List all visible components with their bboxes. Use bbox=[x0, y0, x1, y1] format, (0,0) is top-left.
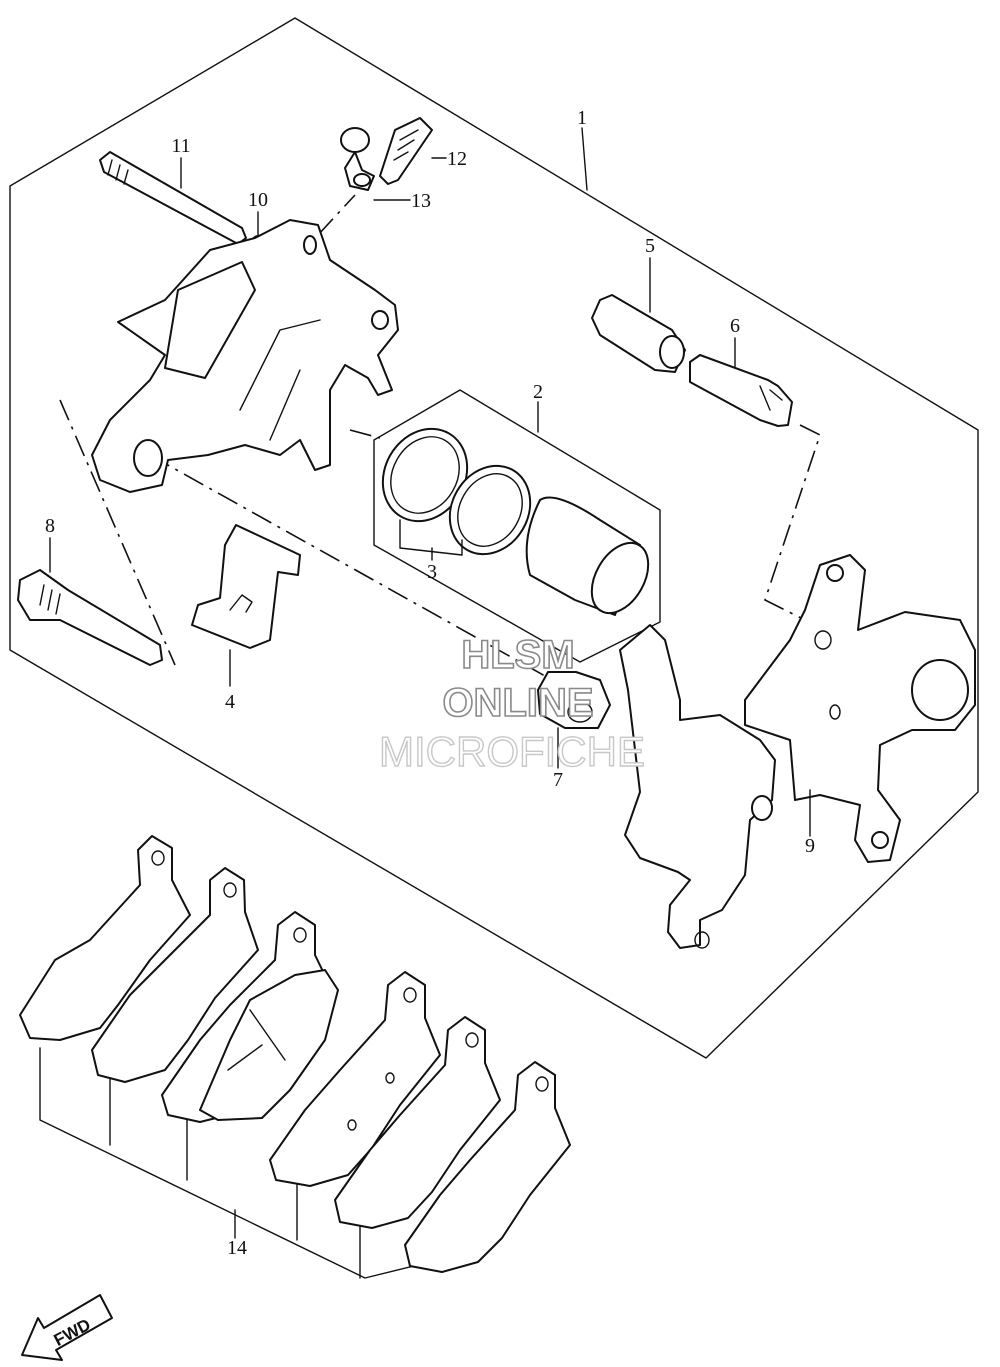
piston-kit-box-part-2 bbox=[373, 389, 661, 663]
assembly-boundary-part-1 bbox=[9, 17, 979, 1059]
watermark-line-3: MICROFICHE bbox=[379, 728, 645, 775]
callout-7: 7 bbox=[553, 769, 563, 791]
watermark: HLSM ONLINE MICROFICHE bbox=[378, 632, 645, 776]
watermark-line-1: HLSM bbox=[461, 633, 574, 677]
fwd-arrow-icon bbox=[21, 1294, 113, 1361]
fwd-direction-badge: FWD bbox=[21, 1294, 113, 1361]
caliper-bracket-part-9 bbox=[619, 554, 976, 949]
callout-9: 9 bbox=[805, 835, 815, 857]
bleeder-valve-part-12 bbox=[379, 117, 433, 185]
callout-6: 6 bbox=[730, 315, 740, 337]
slide-pin-part-11 bbox=[99, 151, 247, 245]
slide-pin-part-8 bbox=[17, 569, 163, 666]
brake-pads-part-14 bbox=[19, 835, 571, 1273]
sleeve-part-5 bbox=[591, 294, 686, 373]
callout-13: 13 bbox=[411, 190, 431, 212]
pad-spring-part-4 bbox=[191, 524, 301, 649]
callout-11: 11 bbox=[171, 135, 190, 157]
callout-1: 1 bbox=[577, 107, 587, 129]
bolt-part-6 bbox=[689, 354, 793, 427]
callout-2: 2 bbox=[533, 381, 543, 403]
callout-12: 12 bbox=[447, 148, 467, 170]
caliper-body bbox=[91, 219, 399, 493]
callout-8: 8 bbox=[45, 515, 55, 537]
piston-seal-part-3 bbox=[381, 427, 532, 556]
watermark-line-2: ONLINE bbox=[442, 681, 593, 725]
callout-labels: 1 2 3 4 5 6 7 8 9 10 11 12 13 14 bbox=[45, 107, 815, 1259]
boot-part-7 bbox=[537, 671, 611, 729]
callout-3: 3 bbox=[427, 561, 437, 583]
callout-4: 4 bbox=[225, 691, 235, 713]
bleeder-cap-part-13 bbox=[340, 127, 375, 191]
callout-5: 5 bbox=[645, 235, 655, 257]
callout-10: 10 bbox=[248, 189, 268, 211]
leader-lines bbox=[49, 127, 811, 1239]
callout-14: 14 bbox=[227, 1237, 247, 1259]
assembly-centerlines bbox=[59, 194, 821, 691]
piston bbox=[525, 496, 650, 616]
